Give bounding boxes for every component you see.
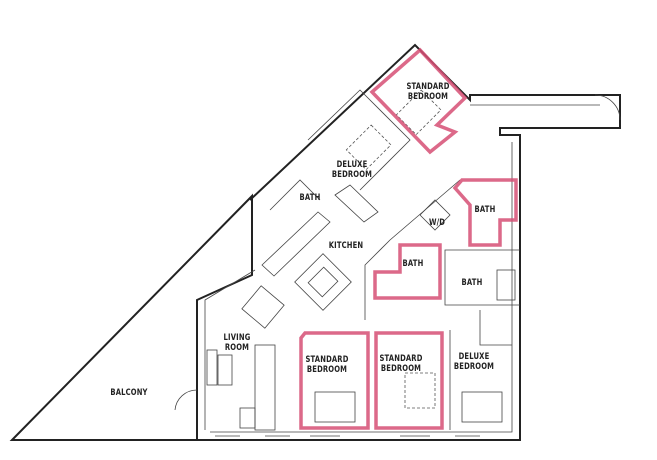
kitchen-island bbox=[334, 184, 379, 223]
label-line: STANDARD bbox=[305, 355, 349, 365]
label-line: DELUXE bbox=[336, 160, 368, 170]
hall-wall bbox=[364, 179, 461, 320]
label-balcony: BALCONY bbox=[110, 388, 148, 398]
highlight-standard-bedroom-right bbox=[374, 331, 444, 430]
label-line: LIVING bbox=[223, 333, 251, 343]
bed bbox=[461, 391, 503, 423]
wd-closet bbox=[419, 199, 451, 231]
label-line: BEDROOM bbox=[380, 364, 422, 374]
balcony-door[interactable] bbox=[174, 389, 198, 411]
living-room-wall bbox=[204, 269, 256, 430]
label-wd: W/D bbox=[428, 218, 446, 228]
label-line: STANDARD bbox=[406, 82, 450, 92]
desk bbox=[241, 285, 285, 329]
bed bbox=[314, 391, 356, 423]
label-line: ROOM bbox=[224, 343, 250, 353]
closet bbox=[479, 310, 512, 346]
sofa bbox=[254, 344, 276, 431]
shower-center-right bbox=[496, 269, 516, 301]
dining-table bbox=[294, 253, 352, 311]
deluxe-bedroom-wall bbox=[307, 89, 411, 191]
entry-door[interactable] bbox=[594, 94, 621, 121]
bath-left-wall bbox=[269, 179, 321, 211]
kitchen-counter bbox=[261, 211, 331, 277]
label-bath-center: BATH bbox=[402, 259, 424, 269]
balcony-outline bbox=[9, 193, 253, 441]
label-line: STANDARD bbox=[379, 354, 423, 364]
label-line: BEDROOM bbox=[331, 170, 373, 180]
label-line: BEDROOM bbox=[453, 362, 495, 372]
bed bbox=[395, 89, 442, 136]
tv-stand bbox=[206, 349, 218, 386]
label-line: BEDROOM bbox=[306, 365, 348, 375]
highlight-standard-bedroom-left bbox=[299, 331, 370, 430]
label-bath-left: BATH bbox=[299, 193, 321, 203]
exterior-wall-inner bbox=[210, 142, 513, 433]
label-line: BEDROOM bbox=[407, 92, 449, 102]
label-bath-right: BATH bbox=[474, 205, 496, 215]
coffee-table bbox=[217, 354, 233, 386]
label-bath-center-right: BATH bbox=[461, 278, 483, 288]
bed bbox=[404, 372, 436, 409]
label-kitchen: KITCHEN bbox=[328, 241, 364, 251]
highlight-standard-bedroom-top bbox=[369, 47, 468, 155]
highlight-bath-center bbox=[373, 243, 442, 300]
bed bbox=[345, 124, 392, 171]
label-line: DELUXE bbox=[458, 352, 490, 362]
highlight-bath-right bbox=[452, 178, 518, 247]
exterior-wall bbox=[197, 43, 621, 441]
bath-center-right-wall bbox=[444, 249, 520, 306]
armchair bbox=[239, 407, 256, 429]
